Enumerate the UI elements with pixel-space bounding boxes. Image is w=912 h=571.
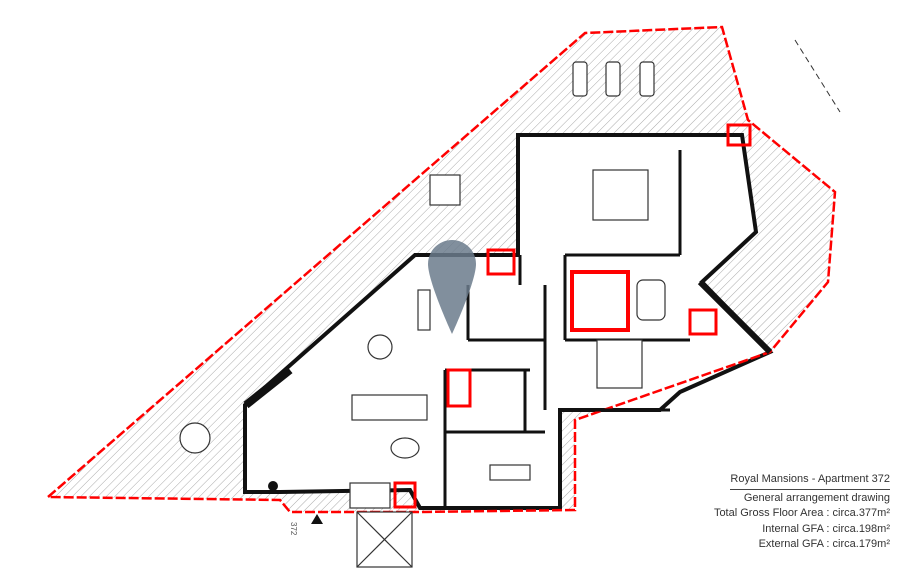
column-dot: [268, 481, 278, 491]
shafts: [393, 123, 752, 509]
legend: Royal Mansions - Apartment 372 General a…: [714, 472, 890, 553]
legend-title: Royal Mansions - Apartment 372: [730, 472, 890, 490]
legend-line: Internal GFA : circa.198m²: [762, 522, 890, 535]
entrance-arrow-icon: [311, 514, 323, 524]
unit-number: 372: [289, 522, 298, 536]
furniture: [179, 61, 666, 568]
legend-subtitle: General arrangement drawing: [743, 491, 890, 504]
legend-line: Total Gross Floor Area : circa.377m²: [713, 507, 890, 519]
legend-line: External GFA : circa.179m²: [758, 538, 890, 550]
dashed-line: [794, 39, 841, 113]
location-marker-icon: [428, 240, 476, 334]
